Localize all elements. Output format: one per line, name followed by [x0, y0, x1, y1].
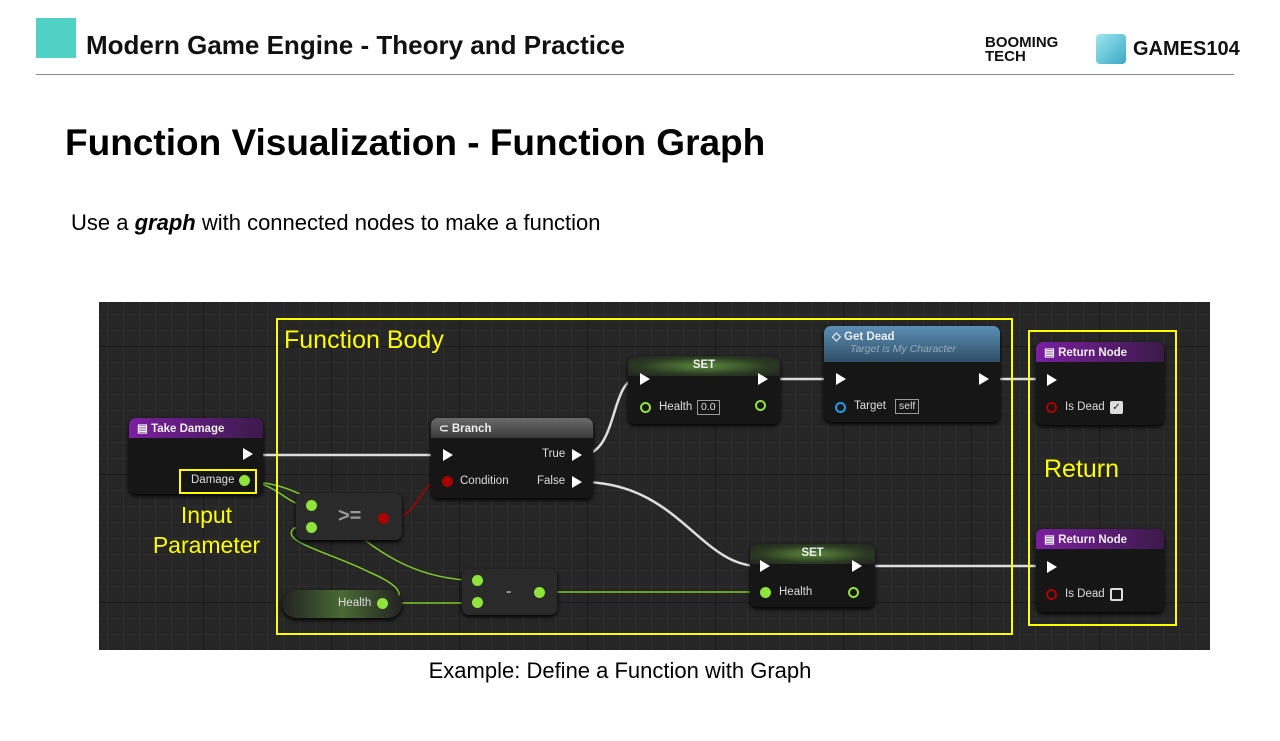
operator-label: - — [506, 583, 512, 600]
exec-out-pin[interactable] — [758, 373, 768, 385]
node-header: ▤ Return Node — [1036, 529, 1164, 549]
subtitle-text: Use a — [71, 210, 135, 235]
node-subtitle: Target is My Character — [850, 343, 956, 355]
slide-title: Function Visualization - Function Graph — [65, 122, 766, 163]
node-header: ▤ Take Damage — [129, 418, 263, 438]
set-health-node-top[interactable]: SET Health 0.0 — [628, 356, 780, 424]
node-header: ▤ Return Node — [1036, 342, 1164, 362]
compare-node[interactable]: >= — [296, 493, 402, 540]
games104-cube-icon — [1096, 34, 1126, 64]
is-dead-checkbox-unchecked[interactable] — [1110, 588, 1123, 601]
subtract-node[interactable]: - — [462, 569, 557, 615]
course-logo-icon — [36, 18, 76, 58]
result-pin[interactable] — [534, 587, 545, 598]
course-title: Modern Game Engine - Theory and Practice — [86, 30, 625, 60]
input-b-pin[interactable] — [472, 597, 483, 608]
node-title: Return Node — [1058, 534, 1128, 546]
false-pin-label: False — [537, 475, 566, 487]
damage-pin[interactable] — [239, 475, 250, 486]
health-label: Health — [338, 597, 372, 609]
exec-in-pin[interactable] — [1047, 561, 1057, 573]
true-exec-pin[interactable] — [572, 449, 582, 461]
health-out-pin[interactable] — [377, 598, 388, 609]
true-pin-label: True — [542, 448, 566, 460]
function-body-box — [276, 318, 1013, 635]
take-damage-node[interactable]: ▤ Take Damage Damage — [129, 418, 263, 494]
condition-pin[interactable] — [442, 476, 453, 487]
function-body-label: Function Body — [284, 326, 444, 354]
node-header: SET — [750, 544, 875, 564]
health-getter-node[interactable]: Health — [282, 590, 402, 618]
health-out-pin[interactable] — [848, 587, 859, 598]
input-a-pin[interactable] — [472, 575, 483, 586]
slide-subtitle: Use a graph with connected nodes to make… — [71, 210, 601, 236]
is-dead-label: Is Dead — [1065, 588, 1105, 600]
target-value-field[interactable]: self — [895, 399, 920, 414]
is-dead-pin[interactable] — [1046, 402, 1057, 413]
exec-in-pin[interactable] — [836, 373, 846, 385]
operator-label: >= — [338, 505, 362, 527]
return-label: Return — [1044, 455, 1120, 483]
exec-out-pin[interactable] — [979, 373, 989, 385]
is-dead-checkbox-checked[interactable]: ✓ — [1110, 401, 1123, 414]
health-label: Health — [659, 401, 693, 413]
health-value-field[interactable]: 0.0 — [697, 400, 720, 415]
target-label: Target — [854, 400, 886, 412]
node-title: Return Node — [1058, 347, 1128, 359]
branch-node[interactable]: ⊂ Branch True Condition False — [431, 418, 593, 498]
games104-logo: GAMES104 — [1133, 38, 1240, 60]
figure-caption: Example: Define a Function with Graph — [428, 658, 812, 683]
input-label-line1: Input — [180, 502, 233, 528]
exec-out-pin[interactable] — [243, 448, 253, 460]
node-title: Get Dead — [844, 331, 895, 343]
health-out-pin[interactable] — [755, 400, 766, 411]
header-divider — [36, 74, 1234, 75]
node-title: Take Damage — [151, 423, 225, 435]
set-health-node-bottom[interactable]: SET Health — [750, 544, 875, 607]
subtitle-emphasis: graph — [134, 210, 196, 235]
exec-in-pin[interactable] — [443, 449, 453, 461]
return-node-bottom[interactable]: ▤ Return Node Is Dead — [1036, 529, 1164, 612]
result-pin[interactable] — [378, 513, 389, 524]
node-title: Branch — [451, 423, 492, 435]
input-a-pin[interactable] — [306, 500, 317, 511]
exec-in-pin[interactable] — [760, 560, 770, 572]
health-in-pin[interactable] — [760, 587, 771, 598]
exec-in-pin[interactable] — [640, 373, 650, 385]
health-in-pin[interactable] — [640, 402, 651, 413]
input-b-pin[interactable] — [306, 522, 317, 533]
brand-line1: BOOMING — [985, 34, 1059, 51]
false-exec-pin[interactable] — [572, 476, 582, 488]
damage-highlight-box — [179, 469, 257, 494]
node-header: SET — [628, 356, 780, 376]
exec-wire — [580, 480, 760, 568]
exec-in-pin[interactable] — [1047, 374, 1057, 386]
return-box — [1028, 330, 1177, 626]
target-pin[interactable] — [835, 402, 846, 413]
input-label-line2: Parameter — [152, 532, 261, 558]
condition-label: Condition — [460, 475, 509, 487]
subtitle-text: with connected nodes to make a function — [195, 210, 601, 235]
damage-pin-label: Damage — [191, 474, 235, 486]
brand-line2: TECH — [985, 48, 1026, 65]
node-header: ⊂ Branch — [431, 418, 593, 438]
exec-out-pin[interactable] — [852, 560, 862, 572]
is-dead-pin[interactable] — [1046, 589, 1057, 600]
health-label: Health — [779, 586, 813, 598]
is-dead-label: Is Dead — [1065, 401, 1105, 413]
return-node-top[interactable]: ▤ Return Node Is Dead ✓ — [1036, 342, 1164, 425]
